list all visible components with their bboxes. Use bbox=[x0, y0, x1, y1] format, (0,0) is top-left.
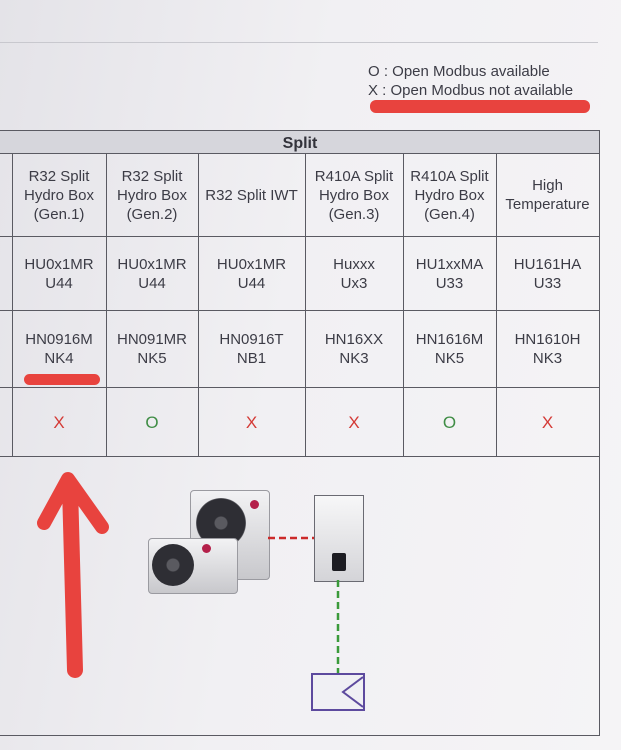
modbus-mark-o: O bbox=[145, 412, 159, 432]
table-col-3 bbox=[305, 153, 306, 456]
split-group-header: Split bbox=[282, 135, 318, 152]
outdoor-unit-cell: HU0x1MR U44 bbox=[24, 255, 94, 292]
column-header: R32 Split Hydro Box (Gen.2) bbox=[116, 167, 188, 223]
table-line-bottom bbox=[0, 735, 600, 736]
indoor-unit-cell: HN1616M NK5 bbox=[415, 331, 484, 367]
hydro-box-icon bbox=[314, 495, 364, 582]
modbus-legend: O : Open Modbus available X : Open Modbu… bbox=[368, 62, 573, 100]
table-border-header bbox=[0, 153, 600, 154]
column-header: R32 Split IWT bbox=[205, 186, 298, 204]
table-line-row1 bbox=[0, 236, 600, 237]
table-col-2 bbox=[198, 153, 199, 456]
column-header: R410A Split Hydro Box (Gen.3) bbox=[314, 167, 394, 223]
table-line-row2 bbox=[0, 310, 600, 311]
outdoor-unit-cell: HU161HA U33 bbox=[513, 255, 582, 292]
indoor-unit-cell: HN1610H NK3 bbox=[514, 331, 581, 367]
indoor-unit-cell: HN16XX NK3 bbox=[324, 331, 384, 367]
table-line-row3 bbox=[0, 387, 600, 388]
table-col-5 bbox=[496, 153, 497, 456]
indoor-unit-cell: HN0916M NK4 bbox=[25, 331, 93, 367]
refrigerant-pipe bbox=[268, 536, 314, 540]
column-header: High Temperature bbox=[505, 177, 590, 213]
legend-underline-mark bbox=[370, 100, 590, 113]
outdoor-unit-cell: HU0x1MR U44 bbox=[117, 255, 187, 292]
modbus-mark-o: O bbox=[442, 412, 457, 432]
table-col-1 bbox=[106, 153, 107, 456]
outdoor-unit-icon bbox=[148, 538, 238, 594]
legend-available: O : Open Modbus available bbox=[368, 63, 550, 80]
outdoor-unit-cell: Huxxx Ux3 bbox=[333, 255, 375, 292]
column-header: R410A Split Hydro Box (Gen.4) bbox=[410, 167, 489, 223]
column-header: R32 Split Hydro Box (Gen.1) bbox=[23, 167, 95, 223]
indoor-unit-cell: HN0916T NB1 bbox=[219, 331, 284, 367]
table-col-4 bbox=[403, 153, 404, 456]
modbus-mark-x: X bbox=[53, 412, 65, 432]
water-pipe bbox=[336, 580, 340, 674]
table-col-left bbox=[12, 153, 13, 456]
red-arrow bbox=[37, 472, 109, 678]
modbus-mark-x: X bbox=[541, 412, 554, 432]
highlight-underline-mark bbox=[24, 374, 100, 385]
table-border-top bbox=[0, 130, 600, 131]
table-line-row4 bbox=[0, 456, 600, 457]
water-tank-icon bbox=[311, 673, 365, 711]
outdoor-unit-cell: HU0x1MR U44 bbox=[216, 255, 287, 292]
split-header-band bbox=[0, 131, 600, 153]
top-divider bbox=[0, 42, 598, 43]
indoor-unit-cell: HN091MR NK5 bbox=[116, 331, 188, 367]
legend-not-available: X : Open Modbus not available bbox=[368, 82, 574, 99]
modbus-mark-x: X bbox=[245, 412, 258, 432]
table-border-right bbox=[599, 130, 600, 736]
outdoor-unit-cell: HU1xxMA U33 bbox=[415, 255, 484, 292]
modbus-mark-x: X bbox=[348, 412, 360, 432]
